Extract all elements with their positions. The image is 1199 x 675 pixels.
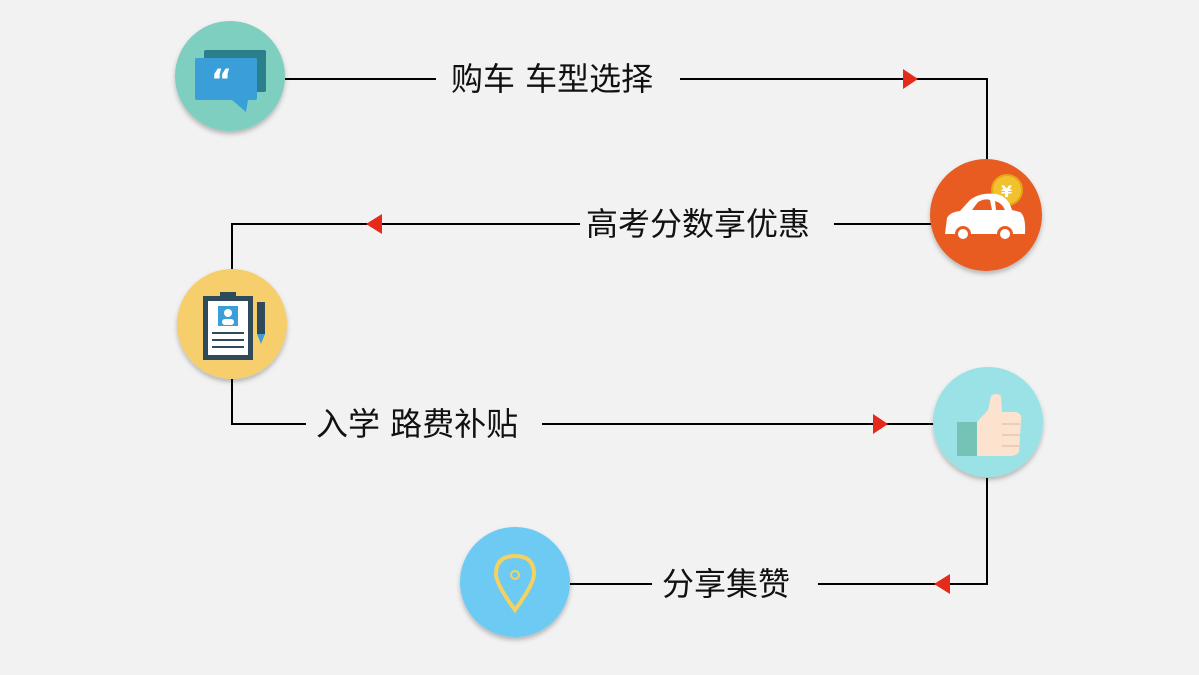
step-label-1: 购车 车型选择 [451, 60, 653, 98]
connectors [231, 78, 988, 585]
step-labels: 购车 车型选择 高考分数享优惠 入学 路费补贴 分享集赞 [306, 56, 834, 607]
node-1: “ [175, 21, 285, 131]
connector-3 [231, 378, 936, 425]
step-label-2: 高考分数享优惠 [586, 205, 810, 243]
thumbs-up-icon [957, 394, 1022, 456]
location-pin-icon [493, 553, 537, 614]
node-4 [933, 367, 1043, 477]
node-2: ¥ [930, 159, 1042, 271]
id-card-icon [203, 292, 265, 360]
arrow-right-3 [873, 414, 888, 434]
step-label-4: 分享集赞 [662, 565, 790, 603]
svg-text:“: “ [211, 62, 232, 100]
coin-symbol: ¥ [1001, 182, 1012, 201]
speech-bubble-icon: “ [195, 50, 266, 112]
arrow-left-2 [366, 214, 382, 234]
car-coin-icon: ¥ [945, 174, 1026, 242]
arrows [366, 69, 950, 594]
arrow-right-1 [903, 69, 918, 89]
arrow-left-4 [934, 574, 950, 594]
node-3 [177, 269, 287, 379]
step-label-3: 入学 路费补贴 [316, 405, 518, 443]
node-5 [460, 527, 570, 637]
